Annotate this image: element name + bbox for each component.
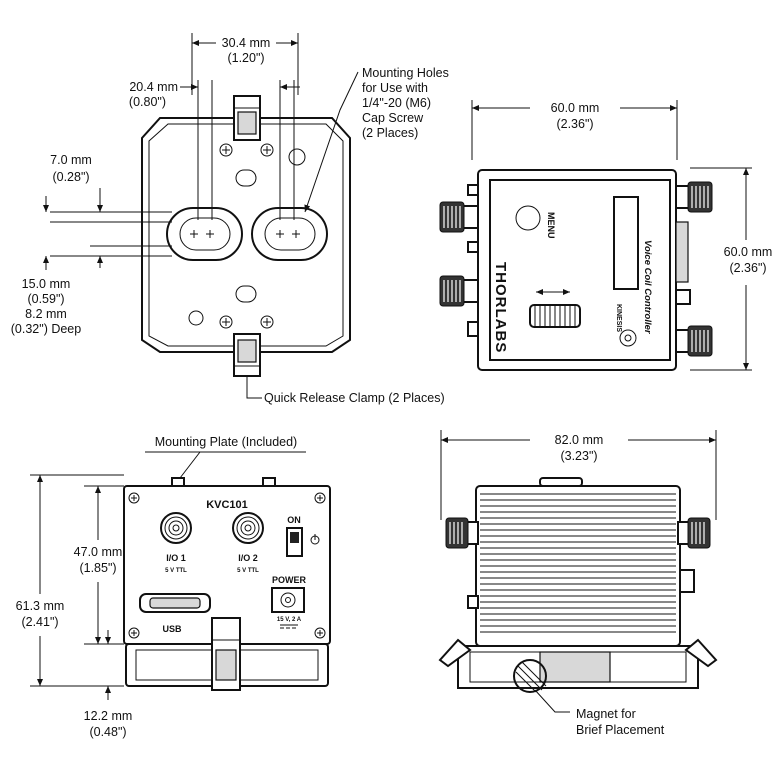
usb-label: USB [162, 624, 182, 634]
dim-depth-alt: (0.32") Deep [11, 322, 81, 336]
quick-release-clamp-top [233, 95, 261, 141]
dim-height-value-r: 60.0 mm [724, 245, 773, 259]
display-window [613, 196, 639, 290]
bottom-left-view: Mounting Plate (Included) KVC101 I/O 1 5… [16, 435, 331, 739]
dim-slot-value: 20.4 mm [129, 80, 178, 94]
sma-connector-left-top [439, 201, 479, 233]
sma-connector-side-right [677, 517, 711, 549]
dim-width-value: 60.0 mm [551, 101, 600, 115]
note-holes-line-4: Cap Screw [362, 111, 424, 125]
front-panel-screws [128, 492, 326, 639]
dim-82-value: 82.0 mm [555, 433, 604, 447]
note-clamp: Quick Release Clamp (2 Places) [264, 391, 445, 405]
dim-offset-alt: (0.59") [27, 292, 64, 306]
io1-label: I/O 1 [166, 553, 186, 563]
sma-connector-left-bottom [439, 275, 479, 307]
velocity-wheel [529, 289, 581, 328]
power-label: POWER [272, 575, 307, 585]
note-holes-line-1: Mounting Holes [362, 66, 449, 80]
note-holes-line-2: for Use with [362, 81, 428, 95]
sma-connector-right-top [675, 181, 713, 213]
sma-connector-side-left [445, 517, 479, 549]
magnet [513, 659, 547, 693]
dim-12-alt: (0.48") [89, 725, 126, 739]
mounting-slot-left [166, 207, 243, 261]
power-spec: 15 V, 2 A [277, 617, 302, 623]
mounting-slot-right [251, 207, 328, 261]
io2-sub: 5 V TTL [237, 568, 259, 574]
dim-height-value: 7.0 mm [50, 153, 92, 167]
dim-12-value: 12.2 mm [84, 709, 133, 723]
dim-47-alt: (1.85") [79, 561, 116, 575]
plate-label: Mounting Plate (Included) [155, 435, 297, 449]
model-label: KVC101 [206, 499, 248, 511]
quick-release-clamp-bottom [233, 333, 261, 377]
front-clamp [211, 617, 241, 691]
menu-button [515, 205, 541, 231]
usb-port [139, 593, 211, 613]
menu-label: MENU [546, 212, 556, 239]
top-left-view: 30.4 mm (1.20") 20.4 mm (0.80") 7.0 mm (… [11, 33, 449, 405]
dim-depth-value: 8.2 mm [25, 307, 67, 321]
dim-spacing-value: 30.4 mm [222, 36, 271, 50]
note-holes-line-3: 1/4"-20 (M6) [362, 96, 431, 110]
note-holes-line-5: (2 Places) [362, 126, 418, 140]
power-switch [286, 527, 303, 557]
dim-slot-alt: (0.80") [129, 95, 166, 109]
note-magnet-line-2: Brief Placement [576, 723, 665, 737]
kinesis-gear-icon [619, 329, 637, 347]
sma-connector-right-bottom [675, 325, 713, 357]
mounting-plate-outline [141, 117, 351, 353]
dim-61-value: 61.3 mm [16, 599, 65, 613]
top-right-view: 60.0 mm (2.36") 60.0 mm (2.36") [439, 100, 773, 371]
dim-height-alt-r: (2.36") [729, 261, 766, 275]
bnc-connector-io2 [232, 512, 264, 544]
power-socket [271, 587, 305, 613]
plate-screws [219, 143, 274, 329]
dim-offset-value: 15.0 mm [22, 277, 71, 291]
note-magnet-line-1: Magnet for [576, 707, 636, 721]
dim-width-alt: (2.36") [556, 117, 593, 131]
brand-label: THORLABS [492, 262, 509, 353]
dim-height-alt: (0.28") [52, 170, 89, 184]
dim-47-value: 47.0 mm [74, 545, 123, 559]
io2-label: I/O 2 [238, 553, 258, 563]
bottom-right-view: 82.0 mm (3.23") Magnet for Br [438, 430, 718, 737]
on-label: ON [287, 515, 301, 525]
dim-82-alt: (3.23") [560, 449, 597, 463]
bnc-connector-io1 [160, 512, 192, 544]
kinesis-label: KINESIS [615, 304, 622, 332]
io1-sub: 5 V TTL [165, 568, 187, 574]
product-label: Voice Coil Controller [642, 240, 653, 335]
dim-61-alt: (2.41") [21, 615, 58, 629]
dim-spacing-alt: (1.20") [227, 51, 264, 65]
